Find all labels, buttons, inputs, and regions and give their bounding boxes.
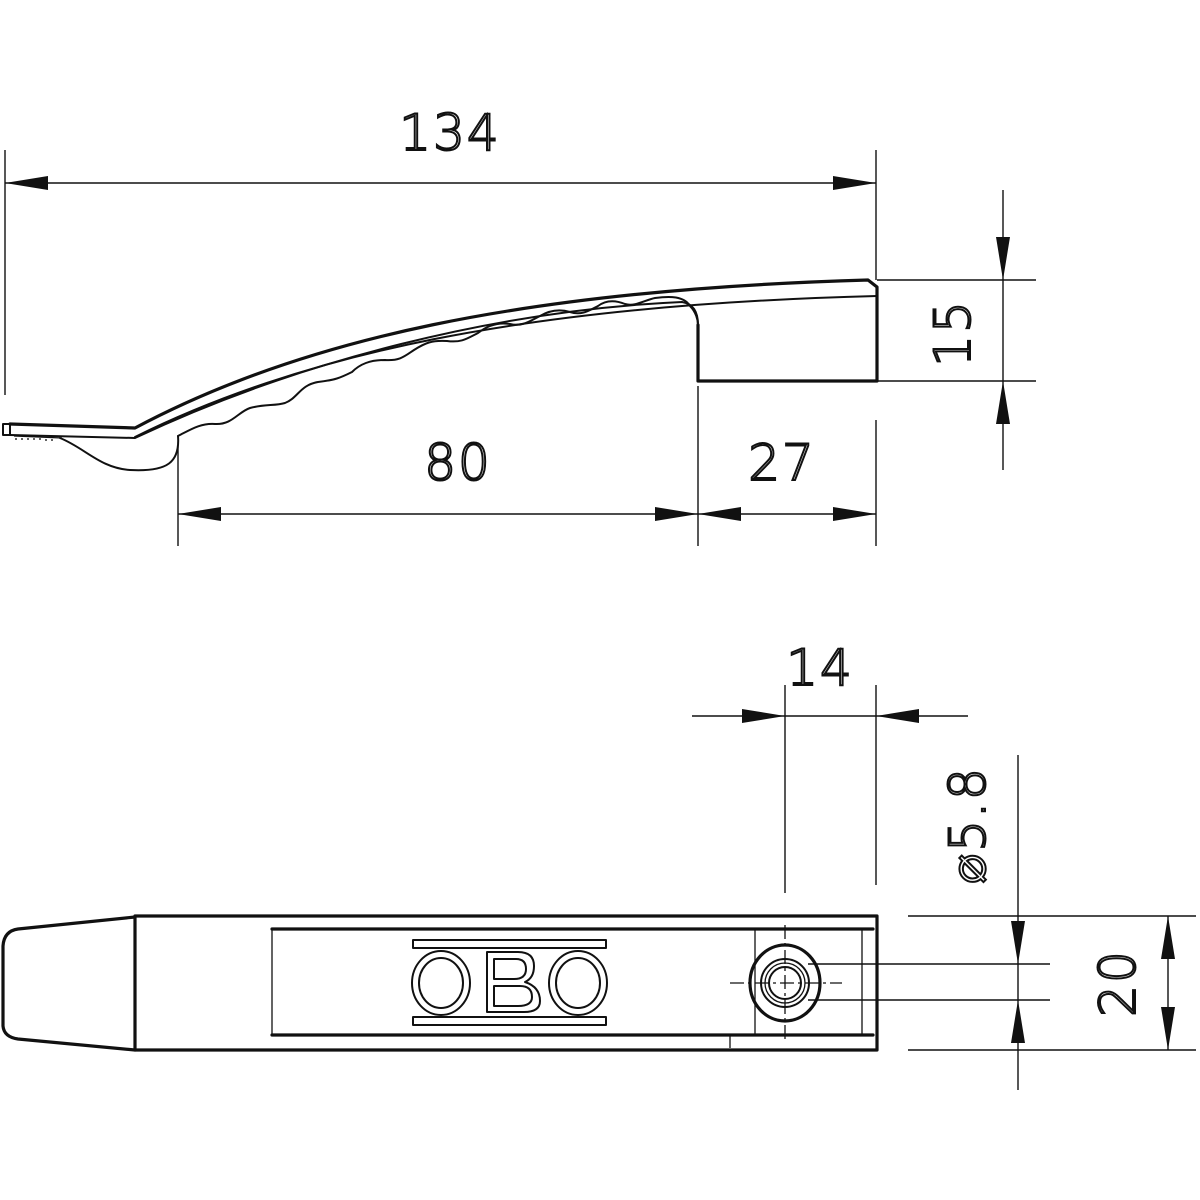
dimension-label-15: 15	[924, 299, 982, 367]
dimension-grip-and-end: 80 27	[177, 386, 877, 546]
dimension-hole-diameter: ⌀5.8	[808, 755, 1050, 1090]
tip-edge	[2, 423, 11, 436]
obo-logo	[411, 939, 608, 1026]
wavy-grip	[177, 296, 699, 437]
dimension-label-134: 134	[399, 104, 500, 162]
dimension-label-20: 20	[1089, 949, 1147, 1017]
tip-serration	[13, 435, 63, 441]
dimension-label-14: 14	[786, 639, 854, 697]
top-surface	[8, 278, 879, 430]
body-outline	[133, 914, 879, 1052]
middle-contour	[134, 295, 878, 438]
dimension-height: 15	[877, 190, 1036, 470]
dimension-label-27: 27	[748, 434, 816, 492]
mounting-hole	[730, 925, 842, 1040]
grip-bulb	[59, 435, 180, 472]
tapered-tip	[1, 915, 137, 1052]
dimension-width: 20	[908, 915, 1196, 1051]
dimension-hole-offset: 14	[692, 638, 968, 893]
dimension-label-diameter: ⌀5.8	[939, 766, 997, 884]
top-view	[1, 914, 879, 1052]
dimension-overall-length: 134	[4, 103, 877, 395]
dimension-label-80: 80	[424, 434, 492, 492]
side-view	[2, 278, 879, 472]
